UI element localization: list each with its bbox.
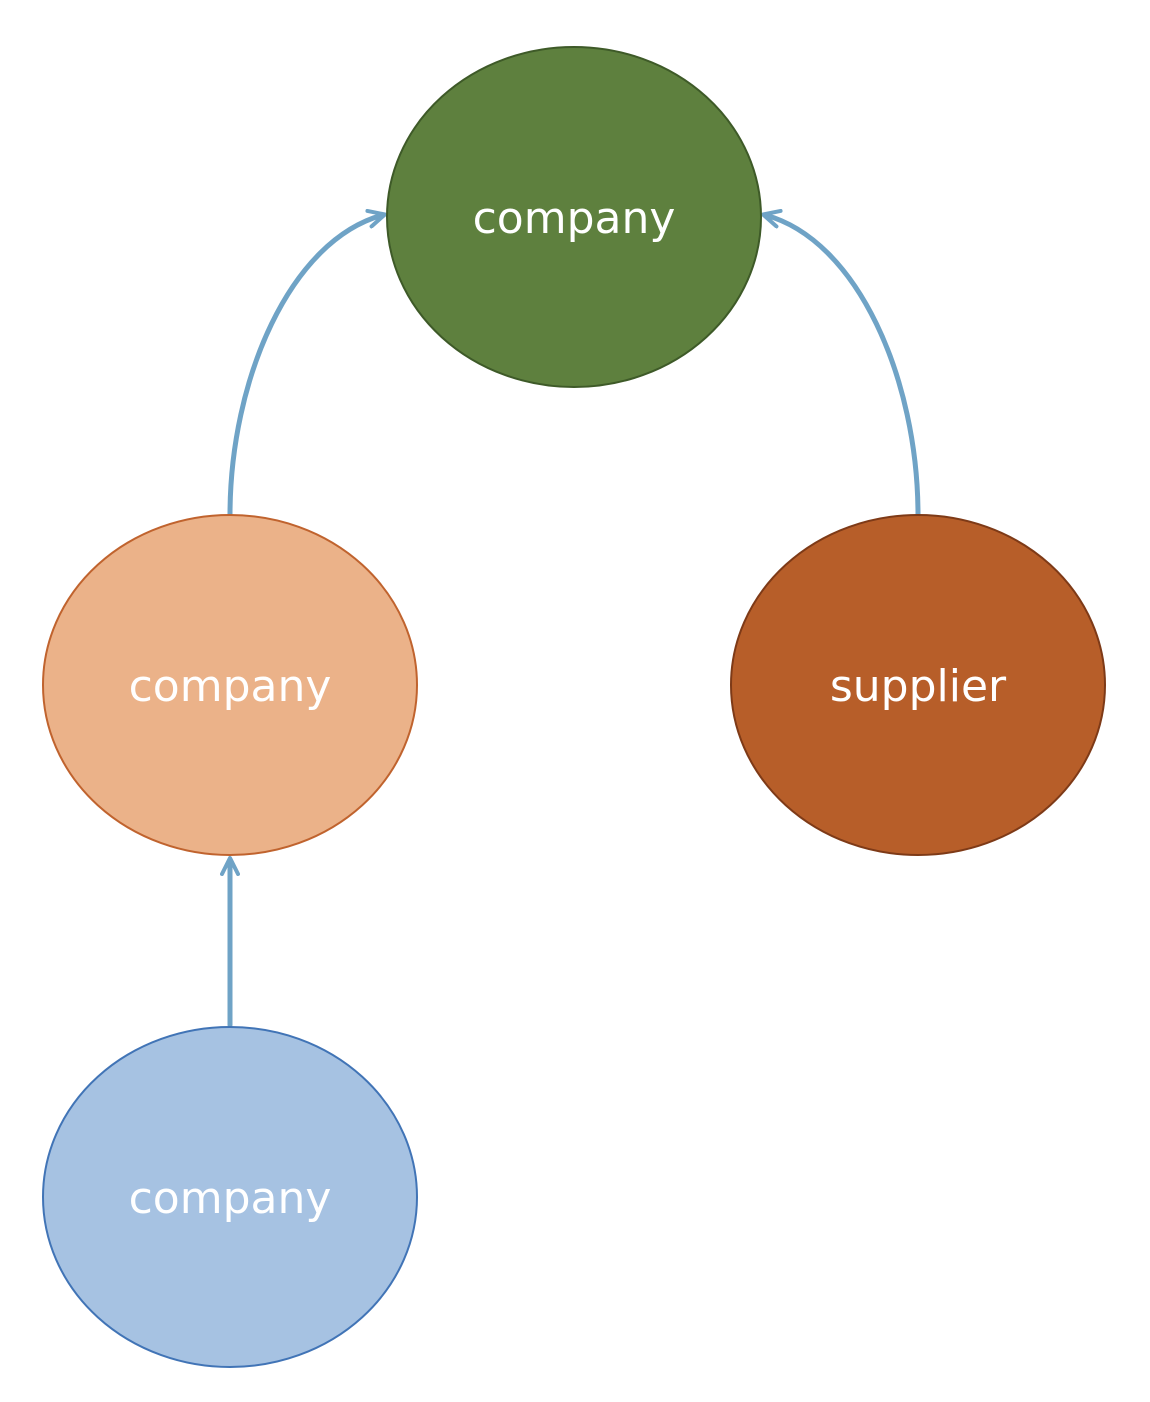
- edge-right-to-top: [761, 208, 921, 518]
- node-ellipse: [42, 514, 418, 856]
- node-company-bottom[interactable]: company: [42, 1026, 418, 1368]
- node-supplier[interactable]: supplier: [730, 514, 1106, 856]
- node-ellipse: [730, 514, 1106, 856]
- node-label: company: [129, 661, 332, 712]
- node-company-left[interactable]: company: [42, 514, 418, 856]
- node-label: company: [129, 1173, 332, 1224]
- node-ellipse: [42, 1026, 418, 1368]
- node-ellipse: [386, 46, 762, 388]
- node-company-top[interactable]: company: [386, 46, 762, 388]
- node-label: supplier: [830, 661, 1007, 712]
- node-label: company: [473, 193, 676, 244]
- edge-left-to-top: [227, 208, 387, 518]
